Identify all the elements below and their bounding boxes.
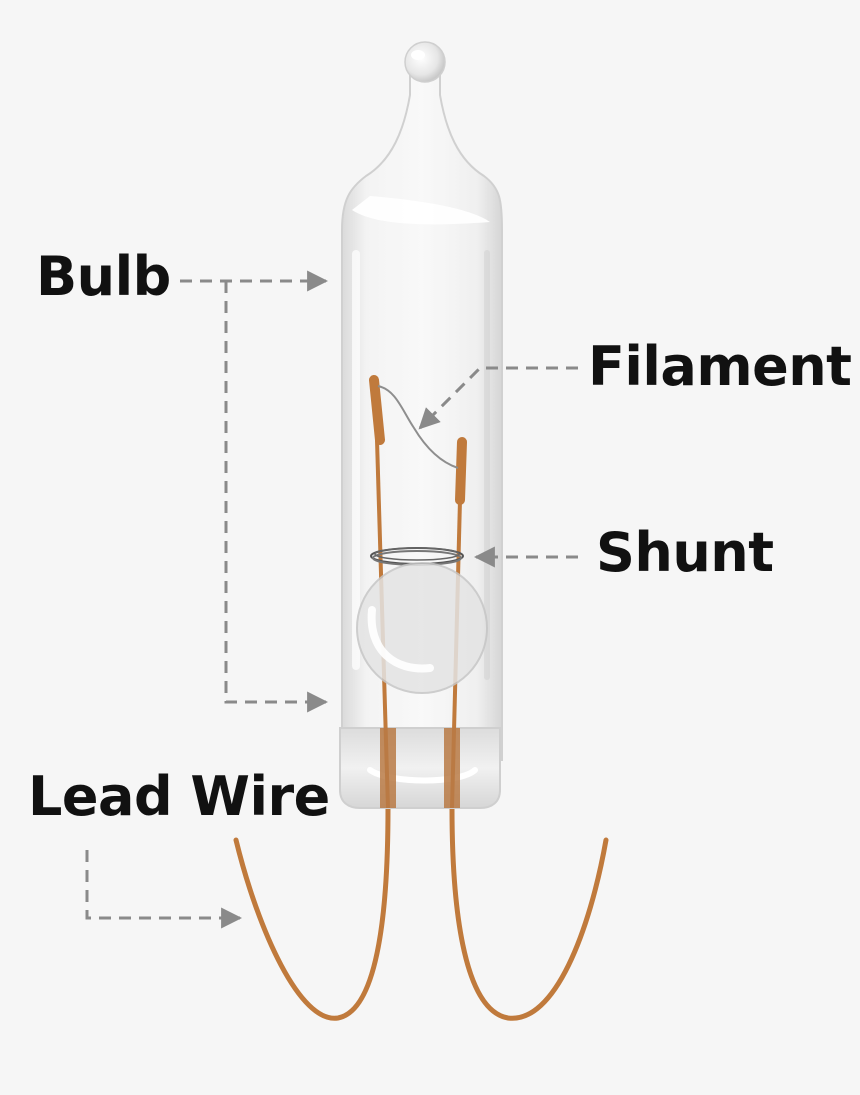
- lead-wire-left: [233, 805, 391, 1021]
- filament-wire: [377, 385, 459, 469]
- lead-wire-pointer: [85, 850, 243, 929]
- glass-bead: [356, 562, 488, 694]
- lead-wire-right: [449, 805, 609, 1021]
- glass-tip: [404, 41, 446, 83]
- bulb-label: Bulb: [36, 245, 171, 308]
- lead-wire-label: Lead Wire: [28, 765, 330, 828]
- filament-label: Filament: [588, 335, 852, 398]
- bulb-pointer: [180, 270, 329, 713]
- shunt-label: Shunt: [596, 521, 774, 584]
